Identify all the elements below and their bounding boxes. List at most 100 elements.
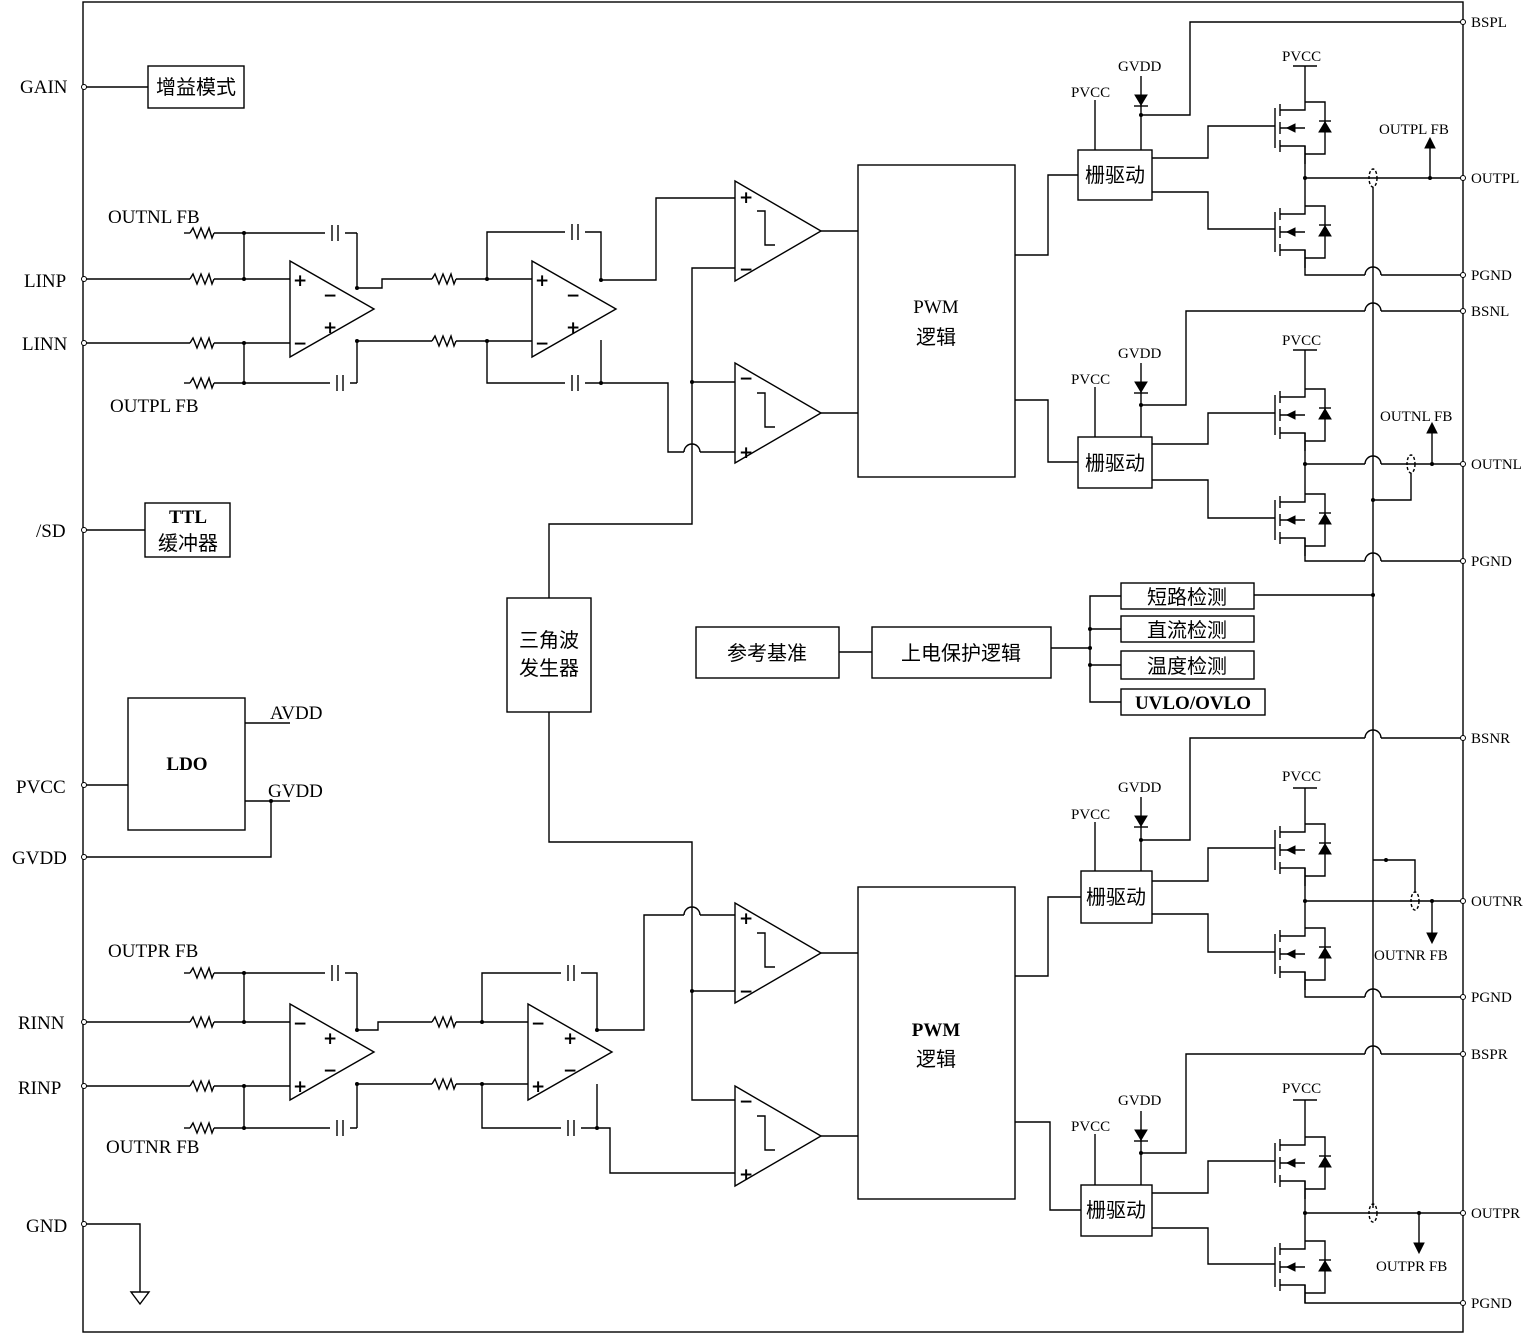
pvcc-4b-label: PVCC <box>1282 1081 1321 1097</box>
gvdd-3-label: GVDD <box>1118 780 1161 796</box>
output-stage-outpr: 栅驱动 PVCC GVDD PVCC OUTPR FB <box>1015 1045 1463 1304</box>
pin-outpl: OUTPL <box>1471 171 1519 187</box>
uvlo-block <box>1120 688 1266 716</box>
pwm-logic-top <box>857 164 1016 478</box>
pin-gnd: GND <box>26 1216 67 1237</box>
svg-text:+: + <box>739 443 753 463</box>
pwm-bot-title: PWM <box>912 1020 961 1041</box>
pin-bsnl: BSNL <box>1471 304 1509 320</box>
pin-bsnr: BSNR <box>1471 731 1510 747</box>
gate-driver-1-label: 栅驱动 <box>1085 163 1145 187</box>
gain-mode-block <box>147 65 245 109</box>
ttl-title: TTL <box>169 507 207 528</box>
svg-text:+: + <box>739 909 753 929</box>
svg-text:+: + <box>293 271 307 291</box>
triangle-generator <box>506 597 592 713</box>
left-pins: GAIN LINP LINN /SD PVCC GVDD RINN RINP G… <box>12 77 87 1237</box>
pwm-bot-sub: 逻辑 <box>916 1047 956 1071</box>
pin-outpr: OUTPR <box>1471 1206 1520 1222</box>
outnl-fb-out-label: OUTNL FB <box>1380 409 1452 425</box>
pvcc-3-label: PVCC <box>1071 807 1110 823</box>
gain-mode-label: 增益模式 <box>156 75 236 99</box>
pin-gvdd: GVDD <box>12 848 67 869</box>
outnr-fb-in-label: OUTNR FB <box>106 1137 199 1158</box>
outpl-fb-out-label: OUTPL FB <box>1379 122 1449 138</box>
outnr-fb-out-label: OUTNR FB <box>1374 948 1448 964</box>
power-on-protect-block <box>871 626 1052 679</box>
svg-text:−: − <box>739 1092 753 1112</box>
svg-text:+: + <box>323 1029 337 1049</box>
chip-outline <box>82 1 1464 1333</box>
pin-rinp: RINP <box>18 1078 61 1099</box>
pwm-top-sub: 逻辑 <box>916 325 956 349</box>
svg-text:+: + <box>535 271 549 291</box>
uvlo-label: UVLO/OVLO <box>1135 693 1251 714</box>
svg-text:−: − <box>739 260 753 280</box>
output-stage-outpl: 栅驱动 PVCC GVDD PVCC OUTPL FB <box>1015 21 1463 276</box>
svg-text:+: + <box>323 318 337 338</box>
svg-text:−: − <box>566 286 580 306</box>
reference-block <box>695 626 840 679</box>
gate-driver-4 <box>1080 1184 1153 1237</box>
temp-detect-block <box>1120 650 1255 680</box>
svg-text:−: − <box>323 286 337 306</box>
pin-rinn: RINN <box>18 1013 65 1034</box>
ldo-block <box>127 697 246 831</box>
pin-gain: GAIN <box>20 77 68 98</box>
gvdd-4-label: GVDD <box>1118 1093 1161 1109</box>
pin-outnl: OUTNL <box>1471 457 1522 473</box>
output-stage-outnl: 栅驱动 PVCC GVDD PVCC OUTNL FB <box>1015 302 1463 562</box>
svg-text:+: + <box>563 1029 577 1049</box>
svg-text:−: − <box>531 1014 545 1034</box>
gate-driver-2-label: 栅驱动 <box>1085 451 1145 475</box>
reference-label: 参考基准 <box>727 641 807 665</box>
pin-linn: LINN <box>22 334 68 355</box>
right-input-stage: OUTPR FB OUTNR FB − + + − <box>86 906 735 1174</box>
gate-driver-1 <box>1077 149 1153 201</box>
short-label: 短路检测 <box>1147 585 1227 609</box>
dc-detect-block <box>1120 615 1255 643</box>
pin-pgnd-4: PGND <box>1471 1296 1512 1312</box>
output-stage-outnr: 栅驱动 PVCC GVDD PVCC OUTNR FB <box>1015 729 1463 998</box>
ldo-label: LDO <box>166 754 207 775</box>
right-pins: BSPL OUTPL PGND BSNL OUTNL PGND BSNR OUT… <box>1460 15 1523 1312</box>
pwm-top-title: PWM <box>913 297 959 318</box>
svg-text:−: − <box>293 1014 307 1034</box>
pin-linp: LINP <box>24 271 66 292</box>
svg-text:−: − <box>293 334 307 354</box>
outpl-fb-in-label: OUTPL FB <box>110 396 199 417</box>
pvcc-2-label: PVCC <box>1071 372 1110 388</box>
outnl-fb-in-label: OUTNL FB <box>108 207 200 228</box>
pin-pgnd-2: PGND <box>1471 554 1512 570</box>
svg-text:+: + <box>739 188 753 208</box>
pvcc-1b-label: PVCC <box>1282 49 1321 65</box>
temp-label: 温度检测 <box>1147 654 1227 678</box>
pin-pgnd-3: PGND <box>1471 990 1512 1006</box>
pin-sd: /SD <box>36 521 66 542</box>
svg-text:+: + <box>531 1077 545 1097</box>
left-input-stage: OUTNL FB OUTPL FB + − − + <box>86 197 735 453</box>
ttl-subtitle: 缓冲器 <box>158 531 218 555</box>
triangle-line1: 三角波 <box>519 628 579 652</box>
svg-text:+: + <box>739 1165 753 1185</box>
gate-driver-3 <box>1080 870 1153 924</box>
pvcc-1-label: PVCC <box>1071 85 1110 101</box>
pin-pgnd-1: PGND <box>1471 268 1512 284</box>
pvcc-2b-label: PVCC <box>1282 333 1321 349</box>
svg-text:−: − <box>739 982 753 1002</box>
gvdd-2-label: GVDD <box>1118 346 1161 362</box>
gate-driver-4-label: 栅驱动 <box>1086 1198 1146 1222</box>
outpr-fb-in-label: OUTPR FB <box>108 941 198 962</box>
pin-outnr: OUTNR <box>1471 894 1523 910</box>
pin-pvcc: PVCC <box>16 777 66 798</box>
svg-text:−: − <box>323 1061 337 1081</box>
pvcc-3b-label: PVCC <box>1282 769 1321 785</box>
gate-driver-2 <box>1077 436 1153 489</box>
gate-driver-3-label: 栅驱动 <box>1086 885 1146 909</box>
power-on-label: 上电保护逻辑 <box>901 641 1021 665</box>
pin-bspr: BSPR <box>1471 1047 1508 1063</box>
svg-text:−: − <box>739 369 753 389</box>
ground-icon <box>129 1291 151 1306</box>
dc-label: 直流检测 <box>1147 618 1227 642</box>
